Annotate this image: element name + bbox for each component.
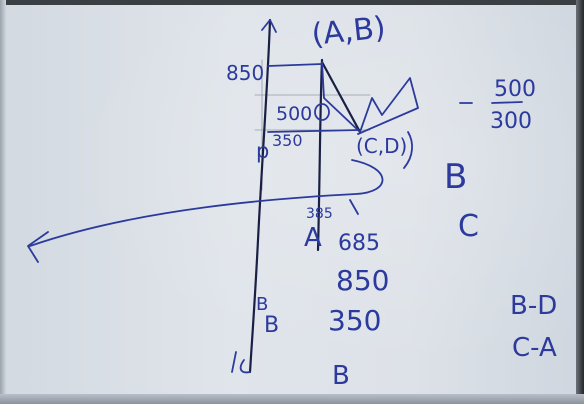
axis-arrowhead-bottom xyxy=(239,359,251,374)
axis-tick-bottom xyxy=(231,351,237,373)
label-b-lower: B xyxy=(332,361,350,391)
curved-arrow-line xyxy=(29,159,384,247)
label-385: 385 xyxy=(306,206,333,222)
label-c-minus-a: C-A xyxy=(512,333,557,363)
right-zigzag-shape xyxy=(357,77,419,135)
label-stack-850: 850 xyxy=(336,264,389,297)
board-bottom-tray xyxy=(0,394,584,404)
board-top-edge xyxy=(0,0,584,5)
label-b-small-2: B xyxy=(256,294,268,315)
curved-arrowhead xyxy=(27,231,49,263)
fraction-bar xyxy=(491,101,523,104)
horizontal-line-350 xyxy=(267,129,361,133)
label-350-small: 350 xyxy=(272,131,303,150)
triangle-shape xyxy=(321,61,361,133)
vertical-axis-line xyxy=(248,18,272,374)
vertical-line-a xyxy=(316,58,324,252)
curve-segment-1 xyxy=(320,60,362,134)
cd-close-paren xyxy=(403,131,413,169)
axis-arrowhead-top xyxy=(261,19,277,33)
label-685: 685 xyxy=(338,231,380,256)
horizontal-line-850 xyxy=(267,63,323,67)
board-left-edge xyxy=(0,0,6,404)
label-letter-a: A xyxy=(304,223,322,253)
label-p: p xyxy=(256,139,269,163)
label-b-minus-d: B-D xyxy=(510,291,557,321)
label-pair-cd: (C,D) xyxy=(356,134,407,158)
point-marker xyxy=(314,103,330,121)
small-stroke xyxy=(349,199,359,215)
label-fraction-bottom: 300 xyxy=(490,109,532,134)
label-c-right: C xyxy=(458,209,479,244)
label-500: 500 xyxy=(276,103,312,125)
label-b-small: B xyxy=(264,313,279,338)
label-fraction-top: 500 xyxy=(494,77,536,102)
board-right-frame xyxy=(576,0,584,404)
label-stack-350: 350 xyxy=(328,304,381,337)
label-850: 850 xyxy=(226,61,264,85)
label-b-right: B xyxy=(444,157,467,197)
label-pair-ab: (A,B) xyxy=(310,10,387,53)
